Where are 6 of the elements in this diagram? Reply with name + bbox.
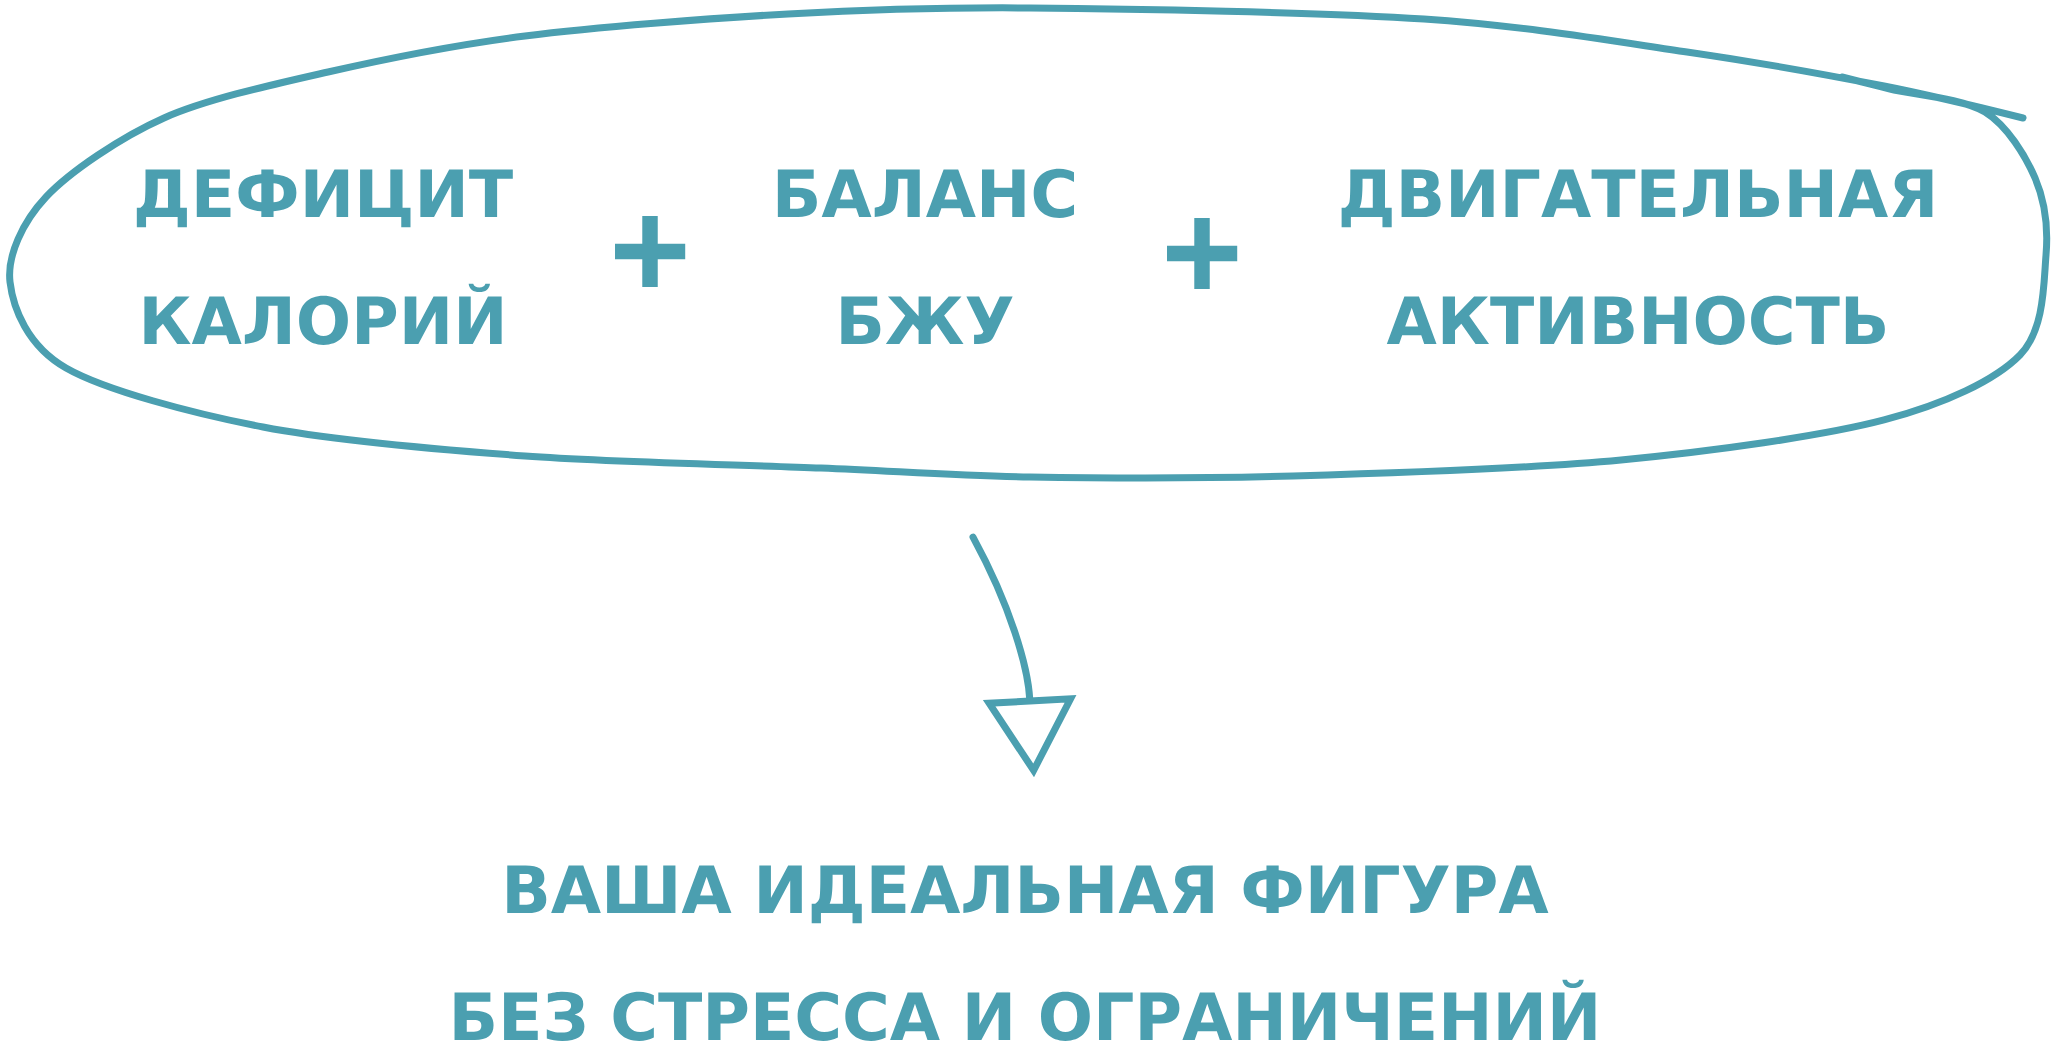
term-text: ДВИГАТЕЛЬНАЯ АКТИВНОСТЬ: [1341, 169, 1933, 345]
term-text: БАЛАНС БЖУ: [777, 168, 1074, 344]
plus-sign: +: [615, 215, 686, 287]
plus-sign: +: [1167, 217, 1238, 289]
result-text: ВАША ИДЕАЛЬНАЯ ФИГУРА БЕЗ СТРЕССА И ОГРАНИЧЕНИЙ: [454, 865, 1596, 1041]
term-text: ДЕФИЦИТ КАЛОРИЙ: [136, 169, 513, 345]
